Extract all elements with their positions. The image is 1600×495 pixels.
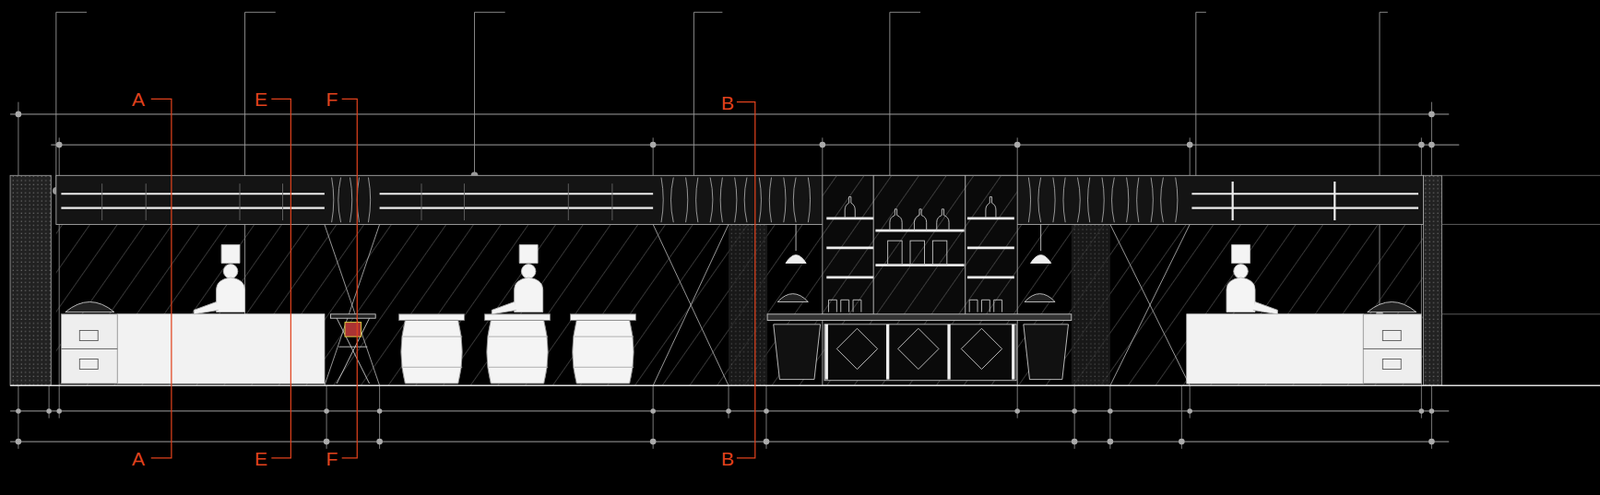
section-marker: A <box>131 89 145 109</box>
section-marker: B <box>721 93 735 113</box>
section-marker: B <box>721 449 735 469</box>
section-marker: A <box>131 449 145 469</box>
section-marker: F <box>326 449 339 469</box>
section-marker: E <box>254 89 268 109</box>
section-marker: E <box>254 449 268 469</box>
section-marker: F <box>326 89 339 109</box>
